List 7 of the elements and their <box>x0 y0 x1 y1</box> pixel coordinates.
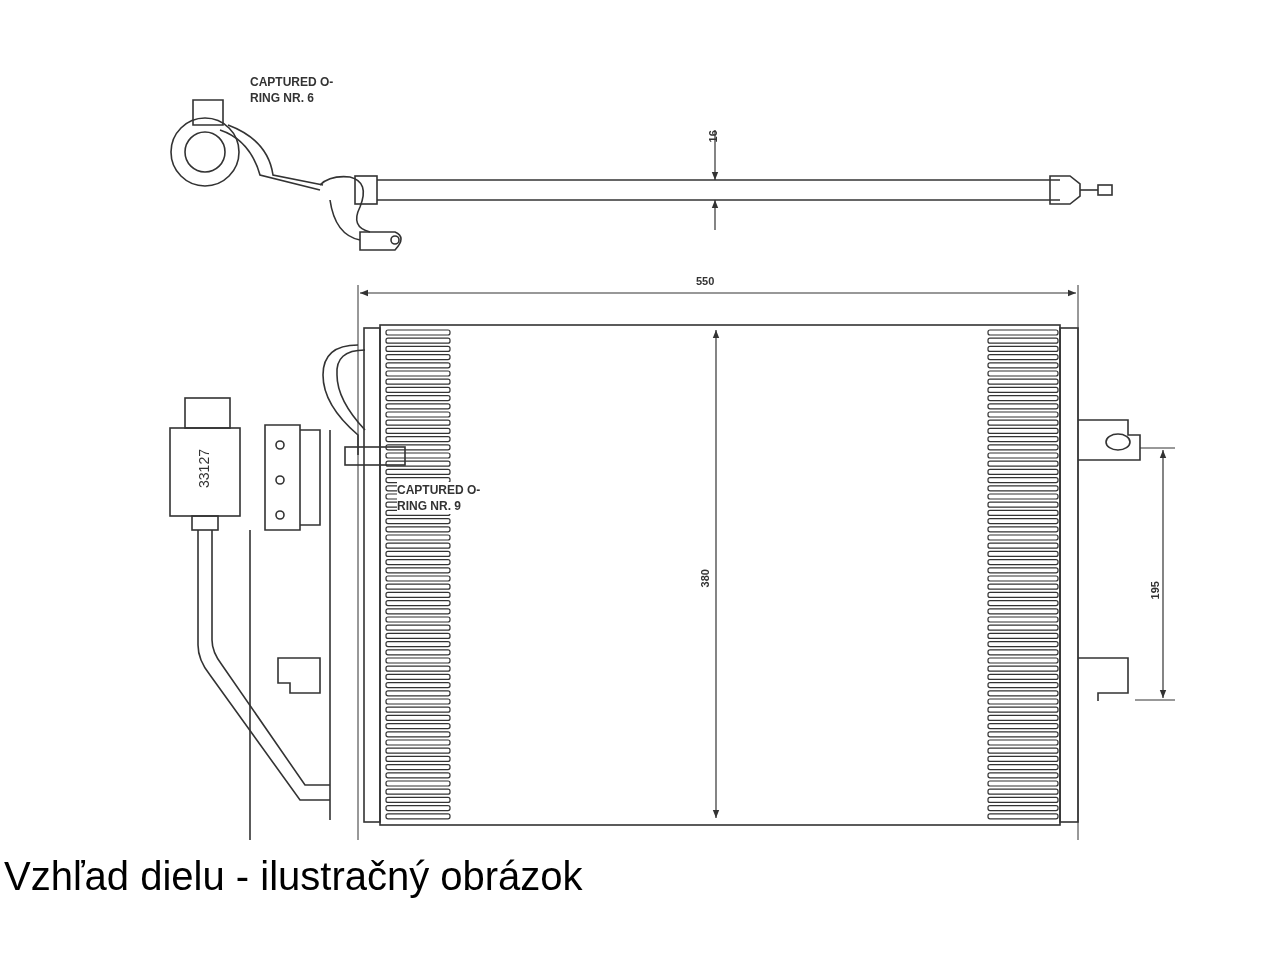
caption: Vzhľad dielu - ilustračný obrázok <box>4 853 583 900</box>
part-number: 33127 <box>194 448 213 490</box>
dimension-value: 550 <box>696 274 716 289</box>
dimension-value: 16 <box>705 129 720 145</box>
dimension-value: 195 <box>1147 580 1162 602</box>
dimension-value: 380 <box>697 568 712 590</box>
callout-note: CAPTURED O-RING NR. 9 <box>397 482 481 514</box>
